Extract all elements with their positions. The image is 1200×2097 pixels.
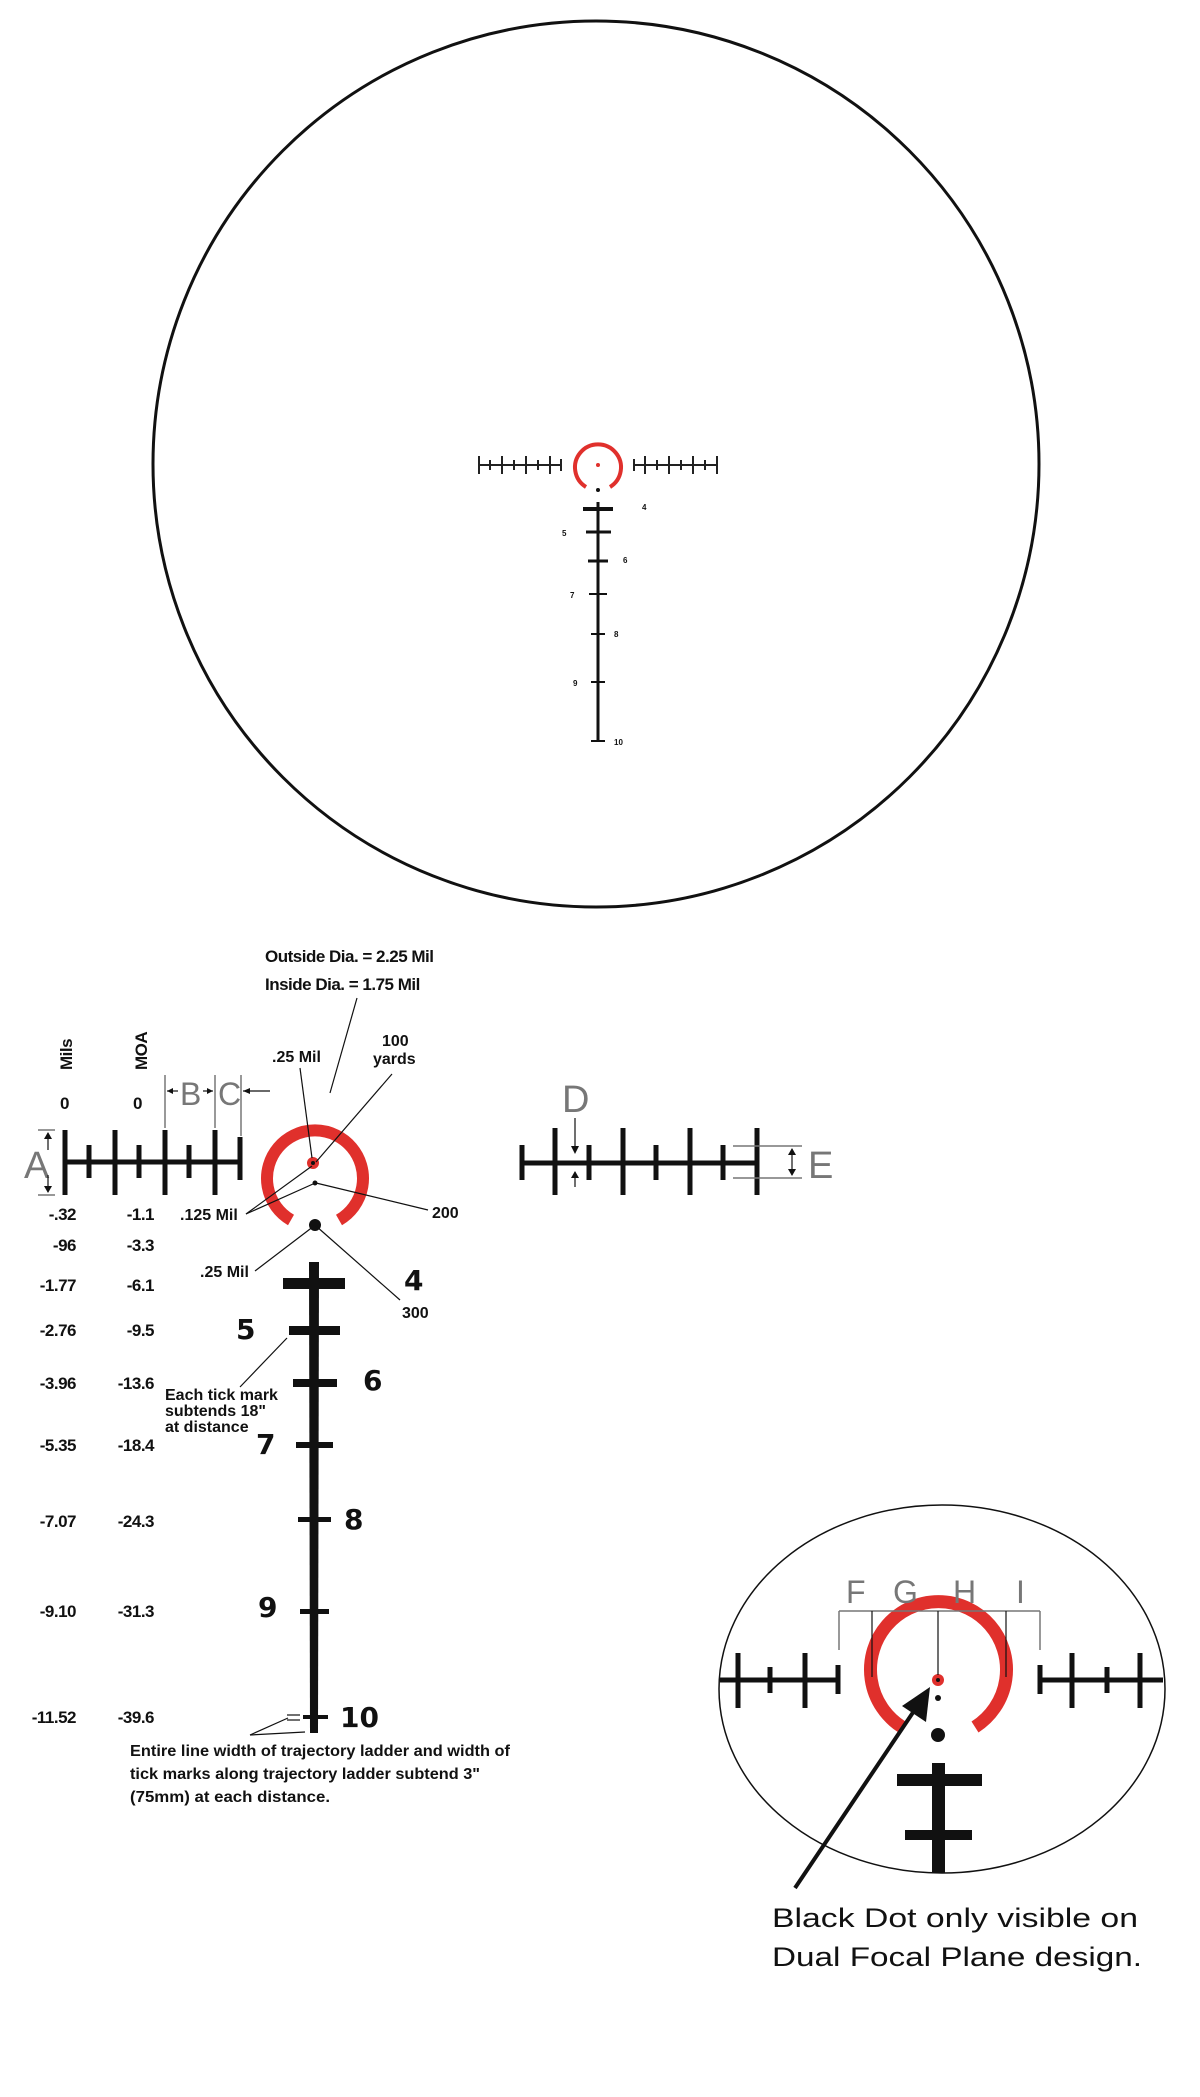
moa-value: -39.6 bbox=[118, 1708, 154, 1727]
mils-column-header: Mils bbox=[57, 1039, 76, 1070]
inset-right-bar bbox=[1037, 1653, 1163, 1708]
bottom-note-line: Entire line width of trajectory ladder a… bbox=[130, 1743, 511, 1760]
inset-note-line: Dual Focal Plane design. bbox=[772, 1942, 1142, 1972]
mils-zero: 0 bbox=[60, 1094, 69, 1113]
callout-100-yards: 100 bbox=[382, 1033, 409, 1050]
dim-label-c: C bbox=[218, 1076, 241, 1112]
inset-dot-200 bbox=[935, 1695, 941, 1701]
overview-left-bar bbox=[478, 456, 562, 474]
ladder-label-10: 10 bbox=[340, 1701, 379, 1734]
overview-lower-dot bbox=[596, 488, 600, 492]
inset-left-bar bbox=[720, 1653, 841, 1708]
detail-ladder bbox=[283, 1262, 345, 1733]
ladder-label-9: 9 bbox=[258, 1591, 277, 1624]
mils-value: -2.76 bbox=[40, 1321, 76, 1340]
ladder-label-7: 7 bbox=[256, 1428, 275, 1461]
moa-column-header: MOA bbox=[132, 1032, 151, 1070]
dim-label-i: I bbox=[1016, 1574, 1025, 1610]
mils-value: -7.07 bbox=[40, 1512, 76, 1531]
mils-value: -11.52 bbox=[32, 1708, 76, 1727]
overview-label-10: 10 bbox=[614, 738, 623, 747]
dim-label-a: A bbox=[24, 1145, 50, 1187]
dim-label-d: D bbox=[562, 1079, 589, 1121]
mils-value: -3.96 bbox=[40, 1374, 76, 1393]
callout-300: 300 bbox=[402, 1305, 429, 1322]
bottom-note-line: (75mm) at each distance. bbox=[130, 1789, 330, 1806]
callout-center-dot-size: .25 Mil bbox=[272, 1049, 321, 1066]
tick-note-line: Each tick mark bbox=[165, 1387, 278, 1404]
dim-label-h: H bbox=[953, 1574, 976, 1610]
mils-value: -96 bbox=[53, 1236, 76, 1255]
overview-label-8: 8 bbox=[614, 630, 619, 639]
moa-value: -3.3 bbox=[127, 1236, 154, 1255]
moa-value: -13.6 bbox=[118, 1374, 154, 1393]
callout-yards: yards bbox=[373, 1051, 416, 1068]
dim-label-b: B bbox=[180, 1076, 201, 1112]
ladder-label-8: 8 bbox=[344, 1503, 363, 1536]
ladder-label-4: 4 bbox=[404, 1264, 423, 1297]
callout-200: 200 bbox=[432, 1205, 459, 1222]
inset-ladder bbox=[897, 1763, 982, 1873]
bottom-note-line: tick marks along trajectory ladder subte… bbox=[130, 1766, 480, 1783]
overview-label-6: 6 bbox=[623, 556, 628, 565]
overview-center-dot bbox=[596, 463, 600, 467]
overview-right-bar bbox=[633, 456, 718, 474]
mils-column: -.32 -96 -1.77 -2.76 -3.96 -5.35 -7.07 -… bbox=[32, 1205, 77, 1727]
overview-label-4: 4 bbox=[642, 503, 647, 512]
tick-note-line: subtends 18" bbox=[165, 1403, 266, 1420]
overview-ladder bbox=[583, 502, 613, 742]
overview-red-ring bbox=[573, 442, 623, 489]
callout-big-dot-size: .25 Mil bbox=[200, 1264, 249, 1281]
moa-value: -9.5 bbox=[127, 1321, 154, 1340]
inside-dia-label: Inside Dia. = 1.75 Mil bbox=[265, 975, 420, 994]
black-dot-arrow-icon bbox=[793, 1687, 930, 1890]
overview-scope: 4 5 6 7 8 9 10 bbox=[151, 19, 1041, 909]
mils-value: -1.77 bbox=[40, 1276, 76, 1295]
dual-focal-inset: F G H I Black Dot only visible on Dual F… bbox=[718, 1504, 1166, 1972]
mils-value: -5.35 bbox=[40, 1436, 76, 1455]
moa-column: -1.1 -3.3 -6.1 -9.5 -13.6 -18.4 -24.3 -3… bbox=[118, 1205, 156, 1727]
detail-red-ring bbox=[261, 1124, 369, 1226]
ladder-label-5: 5 bbox=[236, 1313, 255, 1346]
tick-note-line: at distance bbox=[165, 1419, 249, 1436]
moa-zero: 0 bbox=[133, 1094, 142, 1113]
moa-value: -6.1 bbox=[127, 1276, 154, 1295]
detail-dot-200 bbox=[312, 1180, 318, 1186]
overview-label-9: 9 bbox=[573, 679, 578, 688]
detail-left-bar bbox=[62, 1130, 243, 1195]
overview-label-5: 5 bbox=[562, 529, 567, 538]
moa-value: -18.4 bbox=[118, 1436, 155, 1455]
overview-label-7: 7 bbox=[570, 591, 575, 600]
detail-right-bar bbox=[519, 1128, 760, 1195]
dim-label-f: F bbox=[846, 1574, 866, 1610]
ladder-label-6: 6 bbox=[363, 1364, 382, 1397]
outside-dia-label: Outside Dia. = 2.25 Mil bbox=[265, 947, 433, 966]
moa-value: -1.1 bbox=[127, 1205, 154, 1224]
moa-value: -31.3 bbox=[118, 1602, 154, 1621]
callout-small-dot-size: .125 Mil bbox=[180, 1207, 238, 1224]
dim-label-e: E bbox=[808, 1145, 833, 1187]
inset-dot-300 bbox=[931, 1728, 945, 1742]
dim-label-g: G bbox=[893, 1574, 918, 1610]
detail-diagram: Outside Dia. = 2.25 Mil Inside Dia. = 1.… bbox=[24, 947, 833, 1806]
scope-outline bbox=[151, 19, 1041, 909]
moa-value: -24.3 bbox=[118, 1512, 154, 1531]
mils-value: -.32 bbox=[49, 1205, 76, 1224]
mils-value: -9.10 bbox=[40, 1602, 76, 1621]
inset-red-ring bbox=[864, 1595, 1013, 1733]
inset-note-line: Black Dot only visible on bbox=[772, 1903, 1138, 1933]
